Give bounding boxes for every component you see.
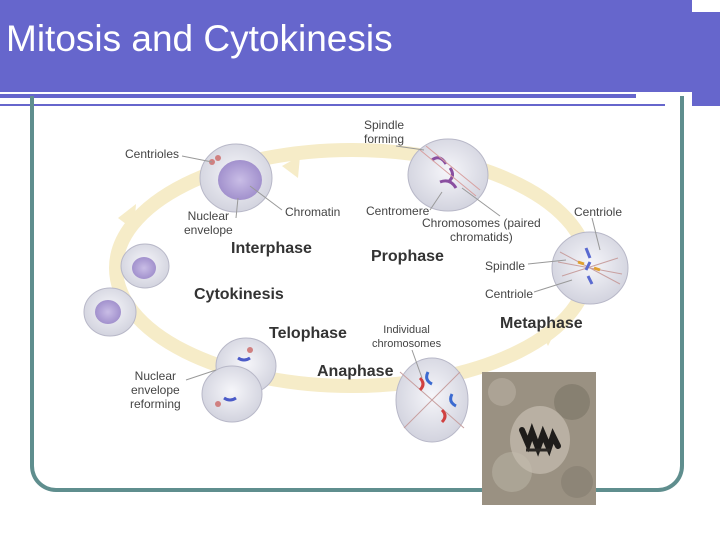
phase-cytokinesis: Cytokinesis bbox=[194, 286, 284, 303]
metaphase-cell bbox=[551, 231, 629, 305]
phase-anaphase: Anaphase bbox=[317, 363, 394, 380]
phase-interphase: Interphase bbox=[231, 240, 312, 257]
title-bar bbox=[0, 0, 692, 92]
label-centrioles: Centrioles bbox=[125, 147, 180, 161]
phase-telophase: Telophase bbox=[269, 325, 347, 342]
title-underline-thin bbox=[0, 104, 665, 106]
label-chromosomes-paired: Chromosomes (paired chromatids) bbox=[422, 216, 541, 244]
label-centromere: Centromere bbox=[366, 204, 430, 218]
title-bar-accent bbox=[692, 12, 720, 106]
interphase-cell bbox=[199, 143, 273, 213]
slide-title: Mitosis and Cytokinesis bbox=[6, 18, 393, 59]
label-spindle: Spindle bbox=[485, 259, 526, 273]
label-nuclear-envelope-reforming: Nuclear envelope reforming bbox=[130, 369, 181, 411]
leader-lines bbox=[181, 145, 601, 381]
label-chromatin: Chromatin bbox=[285, 205, 341, 219]
label-nuclear-envelope: Nuclear envelope bbox=[184, 209, 233, 237]
anaphase-cell bbox=[395, 357, 469, 443]
micrograph-texture bbox=[482, 372, 596, 505]
phase-metaphase: Metaphase bbox=[500, 315, 583, 332]
daughter-cells bbox=[83, 243, 170, 337]
phase-prophase: Prophase bbox=[371, 248, 444, 265]
label-spindle-forming: Spindle forming bbox=[364, 118, 405, 146]
label-centriole-mid: Centriole bbox=[485, 287, 534, 301]
label-individual-chromosomes: Individual chromosomes bbox=[372, 324, 442, 350]
telophase-cells bbox=[201, 337, 277, 423]
content-frame bbox=[30, 96, 684, 492]
label-centriole-top: Centriole bbox=[574, 205, 623, 219]
title-underline bbox=[0, 94, 636, 98]
chromosome-micrograph bbox=[482, 372, 596, 505]
